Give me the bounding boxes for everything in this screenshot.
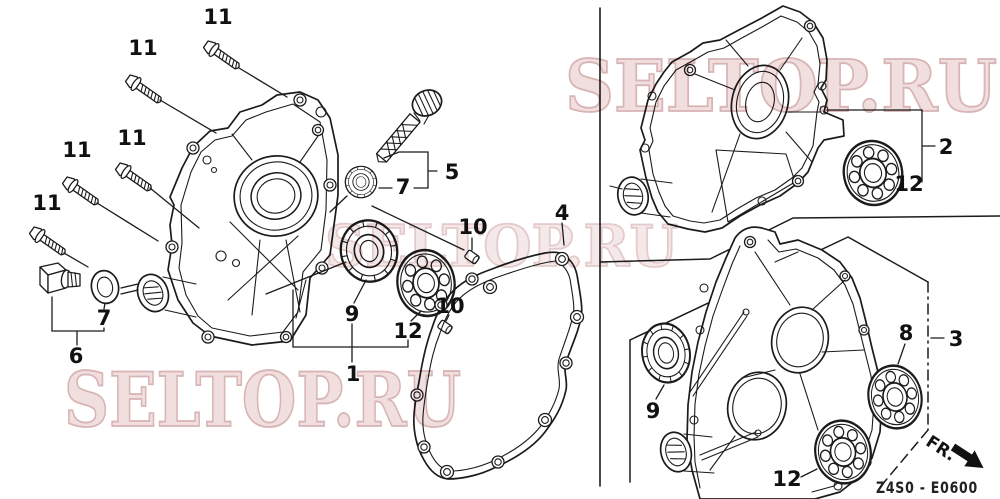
- callout-bearing-12: 12: [894, 172, 923, 196]
- fr-direction-marker: FR.: [922, 432, 984, 468]
- drawing-code: Z4S0 - E0600: [876, 478, 978, 497]
- bolt-11-icon: [26, 223, 70, 261]
- callout-crankcase-3: 3: [949, 327, 964, 351]
- callout-cover-1: 1: [346, 362, 361, 386]
- callout-filler-cap-5: 5: [445, 160, 460, 184]
- dowel-pin-icon: [436, 318, 454, 336]
- callout-washer-7: 7: [97, 306, 112, 330]
- leader-lines-left: [51, 67, 565, 363]
- callout-drain-plug-6: 6: [69, 344, 84, 368]
- callout-bolt-11: 11: [62, 138, 91, 162]
- callout-bolt-11: 11: [128, 36, 157, 60]
- callout-bolt-11: 11: [117, 126, 146, 150]
- callout-bearing-12: 12: [772, 467, 801, 491]
- watermarks: SELTOP.RU SELTOP.RU SELTOP.RU: [63, 43, 998, 445]
- bolt-11-icon: [200, 37, 244, 75]
- callout-bolt-11: 11: [32, 191, 61, 215]
- section-boundary: [629, 236, 929, 487]
- bolt-11-icon: [122, 71, 166, 109]
- callout-dowel-pin-10: 10: [435, 294, 464, 318]
- bolt-11-icon: [59, 173, 103, 211]
- leader-lines-top-right: [826, 109, 936, 183]
- callout-bearing-12: 12: [393, 319, 422, 343]
- top-right-section: 2 12: [609, 5, 954, 233]
- oil-seal-9-icon: [636, 318, 696, 388]
- callout-oil-seal-9: 9: [646, 399, 661, 423]
- leader-lines-bottom-right: [655, 337, 945, 478]
- left-section: 11 11 11 11 11 5 7 6 7 9 12 1 10 10 4: [26, 5, 585, 480]
- bolt-11-icon: [112, 159, 156, 197]
- gasket-drawing: [410, 251, 585, 480]
- callout-gasket-4: 4: [555, 201, 570, 225]
- crankcase-cover-rear-view-drawing: [609, 5, 845, 233]
- watermark-text: SELTOP.RU: [565, 44, 997, 128]
- crankcase-cover-drawing: [136, 91, 339, 346]
- watermark-text: SELTOP.RU: [64, 356, 461, 444]
- callout-dowel-pin-10: 10: [458, 215, 487, 239]
- callout-cover-2: 2: [939, 135, 954, 159]
- callout-bolt-11: 11: [203, 5, 232, 29]
- drain-plug-drawing: [39, 262, 81, 294]
- watermark-text: SELTOP.RU: [325, 213, 678, 280]
- oil-seal-7-icon: [341, 162, 381, 202]
- callout-seal-7: 7: [396, 175, 411, 199]
- fr-arrow-icon: [950, 443, 984, 468]
- dipstick-drawing: [375, 89, 443, 163]
- callout-bearing-8: 8: [899, 321, 914, 345]
- drain-washer-drawing: [90, 269, 120, 305]
- bottom-right-section: 8 3 9 12 FR. Z4S0 - E0600: [629, 226, 984, 499]
- fit-direction-dashes: [120, 283, 139, 295]
- callout-oil-seal-9: 9: [345, 302, 360, 326]
